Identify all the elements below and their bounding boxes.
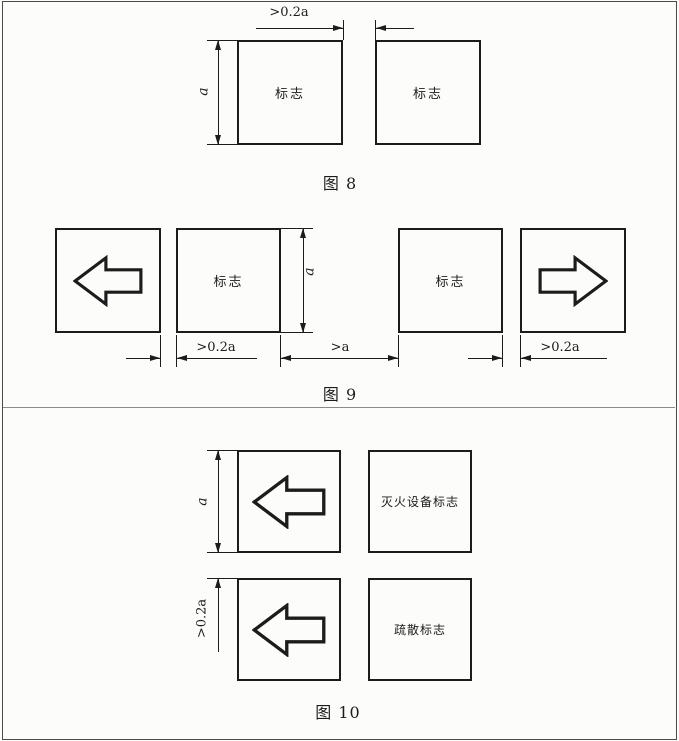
dimension-line bbox=[281, 358, 398, 359]
extension-line bbox=[398, 335, 399, 367]
right-arrow-icon bbox=[538, 254, 608, 307]
sign-label: 标志 bbox=[435, 275, 466, 290]
fig10-arrow-box-top bbox=[237, 450, 341, 553]
fig8-sign-box-left: 标志 bbox=[237, 40, 343, 145]
section-divider bbox=[3, 407, 675, 408]
arrowhead-right-icon bbox=[333, 25, 343, 31]
arrowhead-left-icon bbox=[521, 355, 531, 361]
fig9-gap-left-dim-label: >0.2a bbox=[196, 340, 236, 355]
fig10-evacuation-sign-box: 疏散标志 bbox=[368, 578, 472, 681]
extension-line bbox=[207, 578, 237, 579]
fig10-fire-equipment-sign-box: 灭火设备标志 bbox=[368, 450, 472, 553]
fig8-caption: 图 8 bbox=[322, 174, 358, 193]
fig9-arrow-box-right bbox=[520, 228, 626, 333]
arrowhead-down-icon bbox=[300, 323, 306, 333]
dimension-line bbox=[376, 28, 414, 29]
dimension-line bbox=[521, 358, 607, 359]
fig10-gap-dim-label: >0.2a bbox=[194, 598, 210, 639]
dimension-line bbox=[126, 358, 160, 359]
extension-line bbox=[176, 335, 177, 367]
extension-line bbox=[520, 335, 521, 367]
arrowhead-right-icon bbox=[388, 355, 398, 361]
fig9-gap-center-dim-label: >a bbox=[330, 340, 350, 355]
arrowhead-down-icon bbox=[215, 135, 221, 145]
dimension-line bbox=[468, 358, 502, 359]
fig8-top-gap-dim-label: >0.2a bbox=[269, 5, 309, 20]
extension-line bbox=[280, 335, 281, 367]
dimension-line bbox=[218, 450, 219, 553]
evacuation-sign-label: 疏散标志 bbox=[393, 623, 446, 637]
extension-line bbox=[281, 332, 313, 333]
extension-line bbox=[343, 20, 344, 40]
fig9-gap-right-dim-label: >0.2a bbox=[540, 340, 580, 355]
sign-label: 标志 bbox=[274, 87, 305, 102]
extension-line bbox=[281, 228, 313, 229]
arrowhead-up-icon bbox=[215, 40, 221, 50]
dimension-line bbox=[256, 28, 343, 29]
fig9-sign-box-left: 标志 bbox=[176, 228, 281, 333]
arrowhead-right-icon bbox=[150, 355, 160, 361]
fig10-height-dim-label: a bbox=[194, 497, 211, 506]
fire-equipment-sign-label: 灭火设备标志 bbox=[380, 495, 459, 509]
fig10-arrow-box-bottom bbox=[237, 578, 341, 681]
extension-line bbox=[207, 144, 237, 145]
dimension-line bbox=[218, 578, 219, 652]
extension-line bbox=[375, 20, 376, 40]
fig9-arrow-box-left bbox=[55, 228, 161, 333]
fig8-sign-box-right: 标志 bbox=[375, 40, 481, 145]
extension-line bbox=[502, 335, 503, 367]
sign-label: 标志 bbox=[213, 275, 244, 290]
arrowhead-up-icon bbox=[215, 578, 221, 588]
sign-label: 标志 bbox=[412, 87, 443, 102]
extension-line bbox=[207, 450, 237, 451]
arrowhead-left-icon bbox=[177, 355, 187, 361]
arrowhead-down-icon bbox=[215, 543, 221, 553]
extension-line bbox=[160, 335, 161, 367]
arrowhead-up-icon bbox=[300, 228, 306, 238]
arrowhead-up-icon bbox=[215, 450, 221, 460]
fig10-caption: 图 10 bbox=[315, 703, 361, 722]
extension-line bbox=[207, 552, 237, 553]
dimension-line bbox=[218, 40, 219, 145]
fig8-height-dim-label: a bbox=[195, 87, 212, 96]
extension-line bbox=[207, 40, 237, 41]
fig9-height-dim-label: a bbox=[301, 267, 318, 276]
left-arrow-icon bbox=[252, 474, 326, 529]
left-arrow-icon bbox=[73, 254, 143, 307]
fig9-sign-box-right: 标志 bbox=[398, 228, 503, 333]
arrowhead-right-icon bbox=[492, 355, 502, 361]
fig9-caption: 图 9 bbox=[322, 385, 358, 404]
left-arrow-icon bbox=[252, 602, 326, 657]
arrowhead-left-icon bbox=[281, 355, 291, 361]
arrowhead-left-icon bbox=[376, 25, 386, 31]
dimension-line bbox=[177, 358, 257, 359]
dimension-line bbox=[303, 228, 304, 333]
